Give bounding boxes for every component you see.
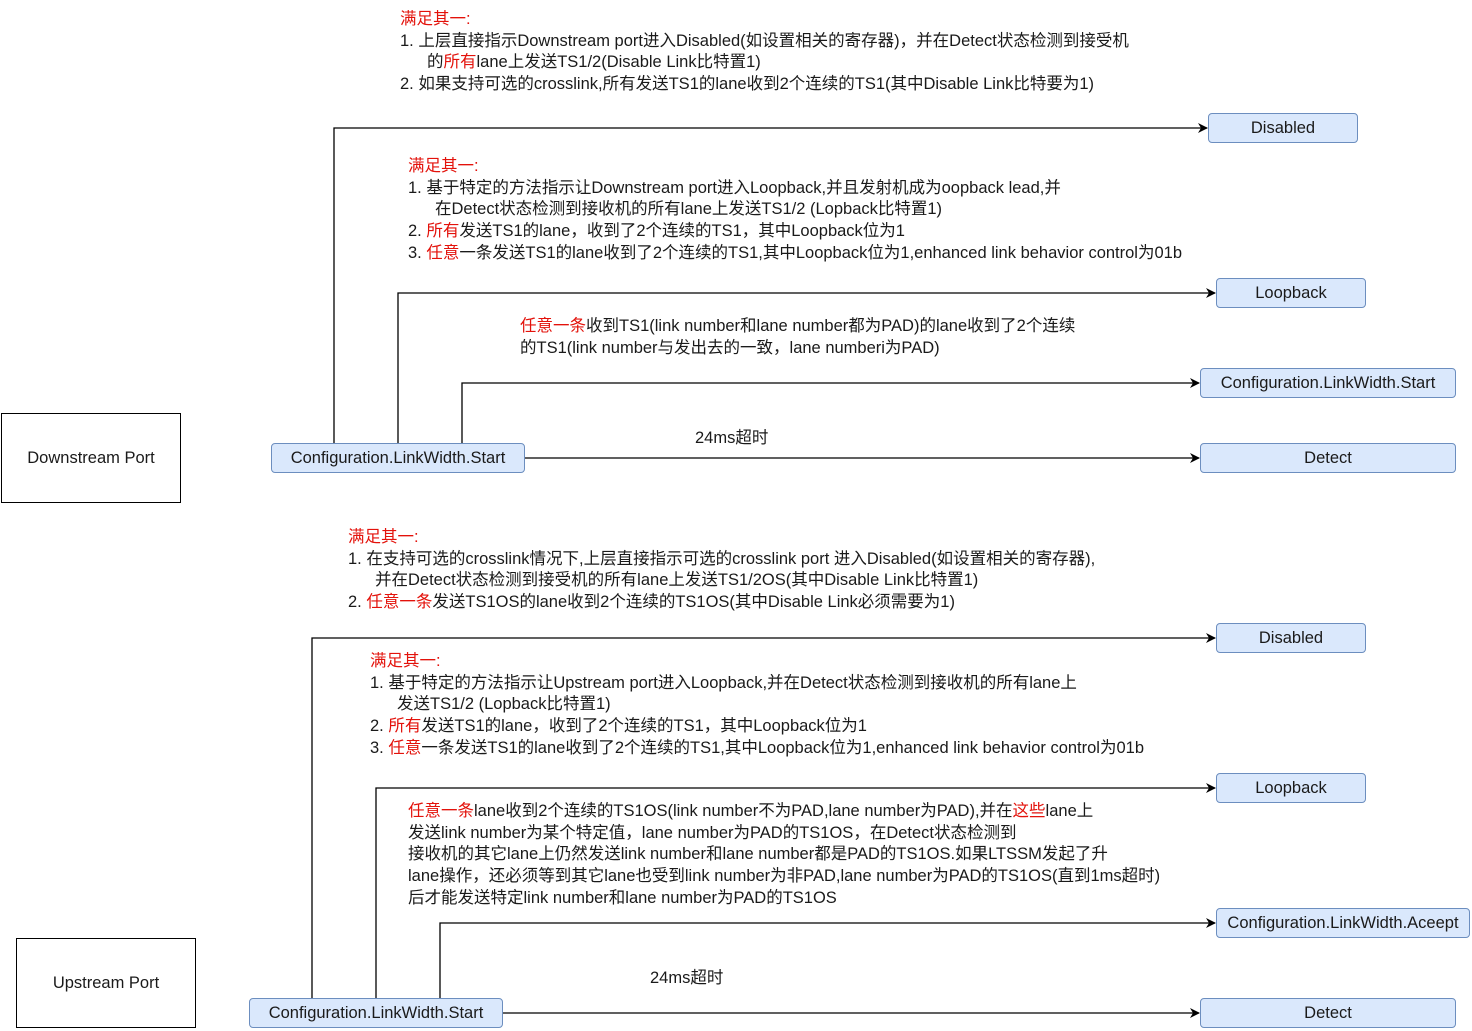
text-line: 1. 基于特定的方法指示让Downstream port进入Loopback,并… xyxy=(408,178,1182,200)
text-line: 2. 如果支持可选的crosslink,所有发送TS1的lane收到2个连续的T… xyxy=(400,74,1129,96)
text-segment: 收到TS1(link number和lane number都为PAD)的lane… xyxy=(586,317,1076,335)
text-line: 2. 任意一条发送TS1OS的lane收到2个连续的TS1OS(其中Disabl… xyxy=(348,592,1095,614)
text-segment: lane上发送TS1/2(Disable Link比特置1) xyxy=(476,53,761,72)
us-loopback-state[interactable]: Loopback xyxy=(1216,773,1366,803)
text-segment: 发送TS1的lane，收到了2个连续的TS1，其中Loopback位为1 xyxy=(459,222,905,241)
text-segment: 1. 基于特定的方法指示让Upstream port进入Loopback,并在D… xyxy=(370,673,1077,692)
text-line: 3. 任意一条发送TS1的lane收到了2个连续的TS1,其中Loopback位… xyxy=(408,243,1182,265)
arrow-us-disabled xyxy=(311,633,1216,998)
ds-disabled-state[interactable]: Disabled xyxy=(1208,113,1358,143)
arrow-ds-loopback xyxy=(397,288,1216,443)
text-line: 的所有lane上发送TS1/2(Disable Link比特置1) xyxy=(400,52,1129,74)
text-segment: lane操作，还必须等到其它lane也受到link number为非PAD,la… xyxy=(408,867,1161,886)
text-segment: 发送TS1/2 (Lopback比特置1) xyxy=(397,695,611,714)
text-segment: 2. xyxy=(408,222,427,241)
ds-disabled-condition: 满足其一: 1. 上层直接指示Downstream port进入Disabled(… xyxy=(400,9,1129,96)
text-line: 1. 上层直接指示Downstream port进入Disabled(如设置相关… xyxy=(400,31,1129,53)
us-disabled-condition: 满足其一: 1. 在支持可选的crosslink情况下,上层直接指示可选的cros… xyxy=(348,527,1095,614)
us-config-start-state[interactable]: Configuration.LinkWidth.Start xyxy=(249,998,503,1028)
text-segment: lane上 xyxy=(1045,802,1094,820)
arrow-ds-config xyxy=(461,378,1200,443)
text-line: 满足其一: xyxy=(348,527,1095,549)
highlight-text: 所有 xyxy=(388,717,422,736)
text-segment: 的 xyxy=(427,53,444,72)
text-segment: 后才能发送特定link number和lane number为PAD的TS1OS xyxy=(408,888,837,907)
ds-loopback-state[interactable]: Loopback xyxy=(1216,278,1366,308)
us-config-accept-state[interactable]: Configuration.LinkWidth.Aceept xyxy=(1216,908,1470,938)
text-segment: 3. xyxy=(408,243,427,262)
text-segment: 1. 在支持可选的crosslink情况下,上层直接指示可选的crosslink… xyxy=(348,549,1096,568)
text-segment: 1. 基于特定的方法指示让Downstream port进入Loopback,并… xyxy=(408,178,1061,197)
upstream-port-box: Upstream Port xyxy=(16,938,196,1028)
text-segment: 发送TS1OS的lane收到2个连续的TS1OS(其中Disable Link必… xyxy=(432,593,955,612)
text-line: 满足其一: xyxy=(370,651,1144,673)
text-line: 满足其一: xyxy=(400,9,1129,31)
text-line: 并在Detect状态检测到接受机的所有lane上发送TS1/2OS(其中Disa… xyxy=(348,570,1095,592)
text-segment: 3. xyxy=(370,738,389,757)
text-line: 发送link number为某个特定值，lane number为PAD的TS1O… xyxy=(408,823,1160,845)
text-segment: 在Detect状态检测到接收机的所有lane上发送TS1/2 (Lopback比… xyxy=(435,200,943,219)
text-segment: lane收到2个连续的TS1OS(link number不为PAD,lane n… xyxy=(474,802,1013,820)
text-line: 1. 在支持可选的crosslink情况下,上层直接指示可选的crosslink… xyxy=(348,549,1095,571)
text-segment: 发送link number为某个特定值，lane number为PAD的TS1O… xyxy=(408,823,1017,842)
highlight-text: 满足其一: xyxy=(400,10,471,28)
highlight-text: 满足其一: xyxy=(370,652,441,670)
ds-timeout-label: 24ms超时 xyxy=(695,429,769,447)
text-segment: 2. 如果支持可选的crosslink,所有发送TS1的lane收到2个连续的T… xyxy=(400,75,1095,94)
text-segment: 2. xyxy=(348,593,367,612)
text-line: lane操作，还必须等到其它lane也受到link number为非PAD,la… xyxy=(408,866,1160,888)
highlight-text: 任意一条 xyxy=(408,802,474,820)
highlight-text: 任意一条 xyxy=(520,317,586,335)
downstream-port-box: Downstream Port xyxy=(1,413,181,503)
us-timeout-label: 24ms超时 xyxy=(650,969,724,987)
highlight-text: 任意 xyxy=(426,243,460,262)
text-line: 2. 所有发送TS1的lane，收到了2个连续的TS1，其中Loopback位为… xyxy=(408,221,1182,243)
us-loopback-condition: 满足其一: 1. 基于特定的方法指示让Upstream port进入Loopbac… xyxy=(370,651,1144,759)
text-line: 3. 任意一条发送TS1的lane收到了2个连续的TS1,其中Loopback位… xyxy=(370,738,1144,760)
highlight-text: 满足其一: xyxy=(348,528,419,546)
text-segment: 1. 上层直接指示Downstream port进入Disabled(如设置相关… xyxy=(400,31,1129,50)
text-line: 满足其一: xyxy=(408,156,1182,178)
text-line: 发送TS1/2 (Lopback比特置1) xyxy=(370,694,1144,716)
highlight-text: 这些 xyxy=(1012,802,1046,820)
us-detect-state[interactable]: Detect xyxy=(1200,998,1456,1028)
text-segment: 一条发送TS1的lane收到了2个连续的TS1,其中Loopback位为1,en… xyxy=(459,243,1182,262)
text-line: 任意一条收到TS1(link number和lane number都为PAD)的… xyxy=(520,315,1075,337)
text-line: 接收机的其它lane上仍然发送link number和lane number都是… xyxy=(408,844,1160,866)
arrow-us-config xyxy=(439,918,1216,998)
arrow-us-loopback xyxy=(375,783,1216,998)
text-segment: 发送TS1的lane，收到了2个连续的TS1，其中Loopback位为1 xyxy=(421,717,867,736)
ds-config-start-state[interactable]: Configuration.LinkWidth.Start xyxy=(271,443,525,473)
text-segment: 一条发送TS1的lane收到了2个连续的TS1,其中Loopback位为1,en… xyxy=(421,738,1144,757)
highlight-text: 所有 xyxy=(426,222,460,241)
highlight-text: 满足其一: xyxy=(408,157,479,175)
text-line: 2. 所有发送TS1的lane，收到了2个连续的TS1，其中Loopback位为… xyxy=(370,716,1144,738)
highlight-text: 任意一条 xyxy=(366,593,433,612)
text-line: 1. 基于特定的方法指示让Upstream port进入Loopback,并在D… xyxy=(370,673,1144,695)
ds-detect-state[interactable]: Detect xyxy=(1200,443,1456,473)
text-line: 在Detect状态检测到接收机的所有lane上发送TS1/2 (Lopback比… xyxy=(408,199,1182,221)
text-segment: 的TS1(link number与发出去的一致，lane numberi为PAD… xyxy=(520,338,940,357)
us-config-condition: 任意一条lane收到2个连续的TS1OS(link number不为PAD,la… xyxy=(408,801,1160,909)
highlight-text: 所有 xyxy=(443,53,477,72)
ds-config-target-state[interactable]: Configuration.LinkWidth.Start xyxy=(1200,368,1456,398)
text-line: 任意一条lane收到2个连续的TS1OS(link number不为PAD,la… xyxy=(408,801,1160,823)
text-segment: 并在Detect状态检测到接受机的所有lane上发送TS1/2OS(其中Disa… xyxy=(375,571,979,590)
text-line: 后才能发送特定link number和lane number为PAD的TS1OS xyxy=(408,888,1160,910)
ds-loopback-condition: 满足其一: 1. 基于特定的方法指示让Downstream port进入Loopb… xyxy=(408,156,1182,264)
text-segment: 2. xyxy=(370,717,389,736)
highlight-text: 任意 xyxy=(388,738,422,757)
ds-config-condition: 任意一条收到TS1(link number和lane number都为PAD)的… xyxy=(520,315,1075,358)
us-disabled-state[interactable]: Disabled xyxy=(1216,623,1366,653)
text-segment: 接收机的其它lane上仍然发送link number和lane number都是… xyxy=(408,845,1108,864)
text-line: 的TS1(link number与发出去的一致，lane numberi为PAD… xyxy=(520,337,1075,359)
arrow-ds-disabled xyxy=(333,123,1208,443)
